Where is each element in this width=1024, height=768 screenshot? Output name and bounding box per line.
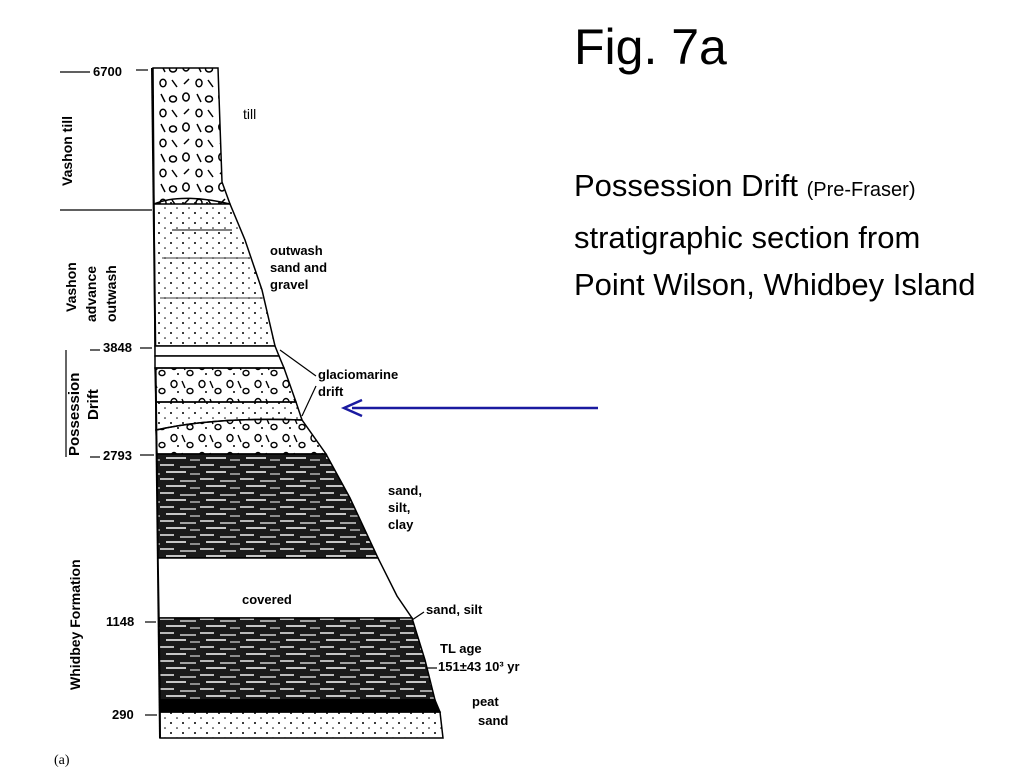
lith-sand-silt-clay: silt, bbox=[388, 500, 410, 515]
figure-caption: (a) bbox=[54, 753, 70, 768]
description-main: Possession Drift bbox=[574, 168, 798, 203]
elevation-ticks bbox=[60, 69, 157, 716]
layer-sand-silt-clay bbox=[156, 453, 380, 559]
layer-peat bbox=[159, 699, 442, 713]
lith-glaciomarine: drift bbox=[318, 384, 344, 399]
layer-till bbox=[152, 67, 232, 205]
layer-3848-band-1 bbox=[154, 345, 281, 357]
slide-title: Fig. 7a bbox=[574, 19, 727, 75]
elevation-label: 2793 bbox=[103, 448, 132, 463]
lith-tl-age: TL age bbox=[440, 641, 482, 656]
unit-vashon-advance-line: Vashon bbox=[63, 262, 79, 312]
unit-possession-line: Possession bbox=[66, 373, 83, 456]
elevation-label: 3848 bbox=[103, 340, 132, 355]
lith-covered: covered bbox=[242, 592, 292, 607]
layer-covered bbox=[157, 557, 414, 619]
layer-sand-bottom bbox=[159, 711, 444, 739]
layer-glaciomarine-upper bbox=[154, 367, 298, 403]
unit-whidbey-formation: Whidbey Formation bbox=[67, 559, 83, 690]
description-rest: stratigraphic section from Point Wilson,… bbox=[574, 220, 976, 302]
lith-outwash: sand and bbox=[270, 260, 327, 275]
unit-vashon-till: Vashon till bbox=[59, 116, 75, 186]
unit-vashon-advance-line: advance bbox=[83, 266, 99, 322]
elevation-label: 290 bbox=[112, 707, 134, 722]
lith-peat: peat bbox=[472, 694, 499, 709]
unit-possession-line: Drift bbox=[85, 389, 102, 420]
layer-3848-band-2 bbox=[154, 355, 286, 369]
unit-vashon-advance: Vashon advance outwash bbox=[63, 262, 119, 322]
lith-glaciomarine: glaciomarine bbox=[318, 367, 398, 382]
lith-sand-silt-clay: clay bbox=[388, 517, 414, 532]
unit-vashon-advance-line: outwash bbox=[103, 265, 119, 322]
lith-sand: sand bbox=[478, 713, 508, 728]
layer-outwash bbox=[153, 197, 276, 347]
glaciomarine-leader bbox=[301, 385, 317, 417]
layer-whidbey-lower bbox=[158, 617, 436, 701]
lith-outwash: outwash bbox=[270, 243, 323, 258]
pointer-arrow bbox=[340, 398, 598, 418]
elevation-label: 1148 bbox=[106, 614, 134, 629]
lith-tl-age: 151±43 10³ yr bbox=[438, 659, 520, 674]
lith-till: till bbox=[243, 106, 256, 122]
lith-sand-silt-clay: sand, bbox=[388, 483, 422, 498]
elevation-label: 6700 bbox=[93, 64, 122, 79]
layer-glaciomarine-lower bbox=[155, 418, 328, 455]
glaciomarine-leader bbox=[279, 349, 317, 377]
unit-possession-drift: Possession Drift bbox=[66, 373, 102, 456]
slide-description: Possession Drift (Pre-Fraser) stratigrap… bbox=[574, 162, 994, 308]
lith-sand-silt: sand, silt bbox=[426, 602, 483, 617]
sand-silt-leader bbox=[411, 611, 425, 621]
lith-outwash: gravel bbox=[270, 277, 308, 292]
description-paren: (Pre-Fraser) bbox=[806, 179, 916, 201]
